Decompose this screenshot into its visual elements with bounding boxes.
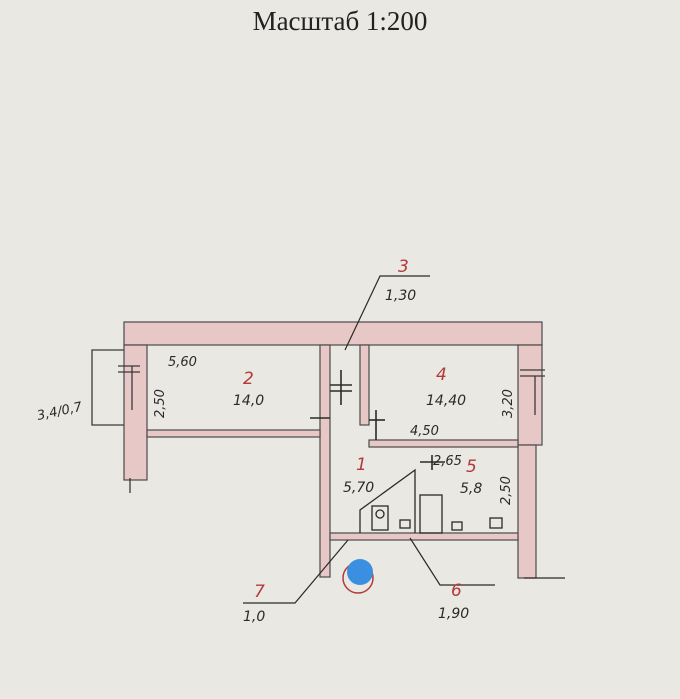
room-4-length: 4,50: [410, 424, 439, 439]
center-wall: [319, 344, 331, 578]
room-5-area: 5,8: [460, 481, 482, 497]
room4-bottom-wall: [368, 439, 519, 448]
left-wall: [123, 344, 148, 481]
room-1-area: 5,70: [343, 480, 374, 496]
leader-lines: [129, 275, 565, 604]
walls: [123, 321, 543, 579]
balcony-label: 3,4/0,7: [36, 400, 85, 424]
room-2-number: 2: [243, 369, 254, 389]
room-7-number: 7: [254, 582, 265, 602]
bath-bottom-wall: [329, 532, 519, 541]
room-4-number: 4: [436, 365, 447, 385]
top-wall: [123, 321, 543, 346]
right-wall-lower: [517, 444, 537, 579]
room-5-length: 2,65: [433, 454, 462, 469]
room3-wall: [359, 344, 370, 426]
balcony-outline: [91, 349, 545, 426]
room2-bottom-wall: [146, 429, 321, 438]
room-4-width: 3,20: [501, 389, 516, 418]
room-7-area: 1,0: [243, 609, 265, 625]
marker-dot: [347, 559, 373, 585]
right-wall-upper: [517, 344, 543, 446]
room-5-number: 5: [466, 457, 477, 477]
room-3-number: 3: [398, 257, 409, 277]
room-4-area: 14,40: [426, 393, 466, 409]
room-3-area: 1,30: [385, 288, 416, 304]
door-marks: [310, 370, 445, 470]
room-2-length: 5,60: [168, 355, 197, 370]
room-6-number: 6: [451, 581, 462, 601]
room-2-width: 2,50: [153, 389, 168, 418]
room-5-width: 2,50: [499, 476, 514, 505]
scale-title: Масштаб 1:200: [252, 6, 428, 36]
room-6-area: 1,90: [438, 606, 469, 622]
room-1-number: 1: [356, 455, 367, 475]
room-2-area: 14,0: [233, 393, 264, 409]
bathroom-fixtures: [359, 468, 503, 534]
